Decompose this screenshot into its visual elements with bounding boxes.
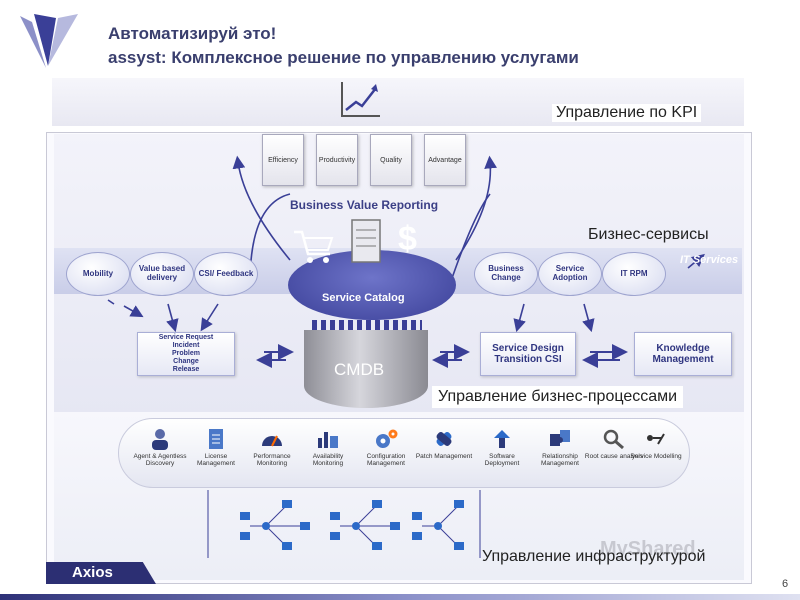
service-design-label: Service Design xyxy=(492,343,564,354)
tool-availability: Availability Monitoring xyxy=(298,428,358,467)
brand-logo: Axios xyxy=(46,562,156,584)
incident-label: Incident xyxy=(172,341,200,349)
tool-deployment: Software Deployment xyxy=(472,428,532,467)
catalog-connectors xyxy=(312,320,422,332)
gears-icon xyxy=(374,428,398,450)
tool-root-cause: Root cause analysis xyxy=(584,428,644,460)
page-subtitle: assyst: Комплексное решение по управлени… xyxy=(108,48,579,67)
business-services-layer-label: Бизнес-сервисы xyxy=(588,226,709,243)
growth-chart-icon xyxy=(341,82,380,117)
flow-arrows xyxy=(107,155,705,368)
magnifier-icon xyxy=(602,428,626,450)
management-label: Management xyxy=(652,354,714,365)
service-value-delivery: Value based delivery xyxy=(130,252,194,296)
release-label: Release xyxy=(172,366,200,374)
bottom-decor-strip xyxy=(0,594,800,600)
cart-icon xyxy=(294,230,334,263)
service-it-rpm: IT RPM xyxy=(602,252,666,296)
page-number: 6 xyxy=(782,578,789,590)
knowledge-management-box: Knowledge Management xyxy=(634,332,732,376)
report-quality: Quality xyxy=(370,134,412,186)
deployment-icon xyxy=(490,428,514,450)
cmdb-label: CMDB xyxy=(334,360,385,379)
service-request-label: Service Request xyxy=(158,333,214,341)
service-request-box: Service Request Incident Problem Change … xyxy=(137,332,235,376)
change-label: Change xyxy=(173,358,199,366)
report-productivity: Productivity xyxy=(316,134,358,186)
page-title: Автоматизируй это! xyxy=(108,24,277,43)
company-logo-icon xyxy=(20,14,78,68)
discovery-icon xyxy=(148,428,172,450)
dollar-icon: $ xyxy=(398,220,417,258)
knowledge-label: Knowledge xyxy=(656,343,710,354)
service-design-box: Service Design Transition CSI xyxy=(480,332,576,376)
patch-icon xyxy=(432,428,456,450)
tool-performance: Performance Monitoring xyxy=(242,428,302,467)
service-csi-feedback: CSI/ Feedback xyxy=(194,252,258,296)
business-processes-layer-label: Управление бизнес-процессами xyxy=(432,386,684,408)
tool-patch: Patch Management xyxy=(414,428,474,460)
problem-label: Problem xyxy=(171,349,200,357)
service-business-change: Business Change xyxy=(474,252,538,296)
infrastructure-layer-label: Управление инфраструктурой xyxy=(482,548,706,565)
gauge-icon xyxy=(260,428,284,450)
modelling-icon xyxy=(644,428,668,450)
service-catalog-label: Service Catalog xyxy=(322,292,405,304)
watermark: MyShared xyxy=(600,538,696,560)
network-topology-diagram xyxy=(207,490,481,558)
service-mobility: Mobility xyxy=(66,252,130,296)
tool-service-modelling: Service Modelling xyxy=(626,428,686,460)
tool-license: License Management xyxy=(186,428,246,467)
server-icon xyxy=(351,219,381,263)
tool-discovery: Agent & Agentless Discovery xyxy=(130,428,190,467)
availability-icon xyxy=(316,428,340,450)
it-services-label: IT Services xyxy=(680,254,739,266)
business-value-reporting-label: Business Value Reporting xyxy=(290,198,439,212)
puzzle-icon xyxy=(548,428,572,450)
cmdb-cylinder xyxy=(304,330,428,408)
tool-configuration: Configuration Management xyxy=(356,428,416,467)
tool-relationship: Relationship Management xyxy=(530,428,590,467)
service-adoption: Service Adoption xyxy=(538,252,602,296)
report-advantage: Advantage xyxy=(424,134,466,186)
license-icon xyxy=(204,428,228,450)
transition-csi-label: Transition CSI xyxy=(494,354,562,365)
kpi-layer-label: Управление по KPI xyxy=(552,104,702,122)
report-efficiency: Efficiency xyxy=(262,134,304,186)
